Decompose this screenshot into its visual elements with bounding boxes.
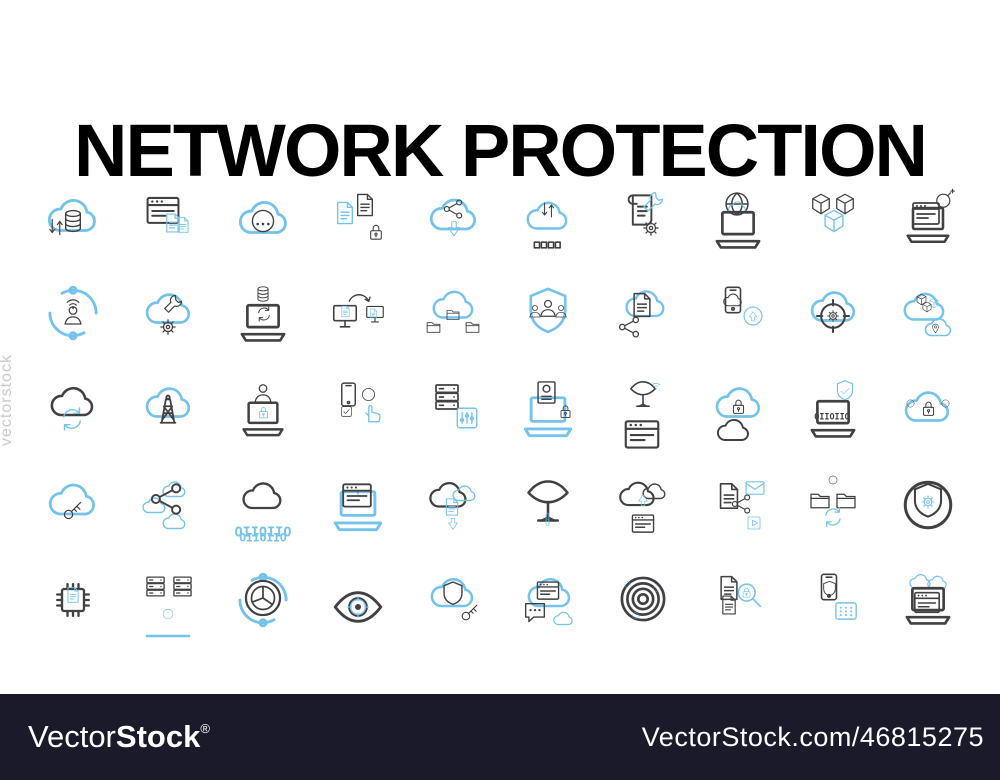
laptop-global-network-icon xyxy=(690,170,785,266)
cloud-share-download-icon xyxy=(405,170,500,266)
mobile-security-pin-icon xyxy=(785,552,880,648)
processor-security-icon xyxy=(25,552,120,648)
folder-sync-network-icon xyxy=(785,457,880,553)
cloud-document-analysis-icon xyxy=(595,266,690,362)
cloud-network-share-icon xyxy=(120,457,215,553)
mobile-cloud-upload-icon xyxy=(690,266,785,362)
identity-protection-icon xyxy=(500,361,595,457)
document-transfer-lock-icon xyxy=(310,170,405,266)
satellite-communication-icon xyxy=(595,361,690,457)
cloud-signal-tower-icon xyxy=(120,361,215,457)
page-title: NETWORK PROTECTION xyxy=(74,108,928,192)
content-distribution-icon xyxy=(690,457,785,553)
network-surveillance-eye-icon xyxy=(310,552,405,648)
file-security-scan-icon xyxy=(690,552,785,648)
cloud-data-exchange-circuit-icon xyxy=(500,170,595,266)
secure-code-laptop-icon: OIIOIIO xyxy=(785,361,880,457)
server-configuration-icon xyxy=(405,361,500,457)
registered-mark: ® xyxy=(200,721,210,736)
cloud-upload-archive-icon xyxy=(595,457,690,553)
browser-malware-bomb-icon xyxy=(880,170,975,266)
laptop-backup-sync-icon xyxy=(215,266,310,362)
server-cubes-icon xyxy=(785,170,880,266)
svg-text:OIIOIIO: OIIOIIO xyxy=(234,524,291,540)
cloud-assets-pin-icon xyxy=(880,266,975,362)
document-maintenance-icon xyxy=(595,170,690,266)
cloud-code-chat-icon xyxy=(500,552,595,648)
security-shield-settings-icon xyxy=(880,457,975,553)
cloud-secure-key-icon xyxy=(405,552,500,648)
vectorstock-logo: VectorStock® xyxy=(28,719,210,755)
logo-text-light: Vector xyxy=(28,719,116,754)
side-watermark-text: vectorstock xyxy=(0,354,15,446)
cloud-database-transfer-icon xyxy=(25,170,120,266)
mobile-task-approval-icon xyxy=(310,361,405,457)
watermark-url: VectorStock.com/46815275 xyxy=(641,721,984,752)
antenna-receiver-icon xyxy=(500,457,595,553)
svg-text:OIIOIIO: OIIOIIO xyxy=(239,531,287,544)
hacker-attack-icon xyxy=(215,361,310,457)
firewall-documents-icon xyxy=(120,170,215,266)
logo-text-bold: Stock xyxy=(115,719,201,754)
browser-alert-icon xyxy=(310,457,405,553)
cloud-access-control-icon xyxy=(880,361,975,457)
cloud-folder-network-icon xyxy=(405,266,500,362)
device-file-transfer-icon xyxy=(310,266,405,362)
watermark-bar: VectorStock® VectorStock.com/46815275 xyxy=(0,694,1000,780)
radar-analysis-icon xyxy=(215,552,310,648)
network-orbit-rings-icon xyxy=(595,552,690,648)
cloud-password-pin-icon xyxy=(215,170,310,266)
cloud-document-download-icon xyxy=(405,457,500,553)
svg-text:OIIOIIO: OIIOIIO xyxy=(814,411,850,421)
cloud-lock-icon xyxy=(690,361,785,457)
team-shield-icon xyxy=(500,266,595,362)
cloud-key-access-icon xyxy=(25,457,120,553)
secure-user-orbit-icon xyxy=(25,266,120,362)
cloud-sync-backup-icon xyxy=(25,361,120,457)
cloud-settings-target-icon xyxy=(785,266,880,362)
server-network-icon xyxy=(120,552,215,648)
cloud-repair-icon xyxy=(120,266,215,362)
secure-browser-cloud-icon xyxy=(880,552,975,648)
